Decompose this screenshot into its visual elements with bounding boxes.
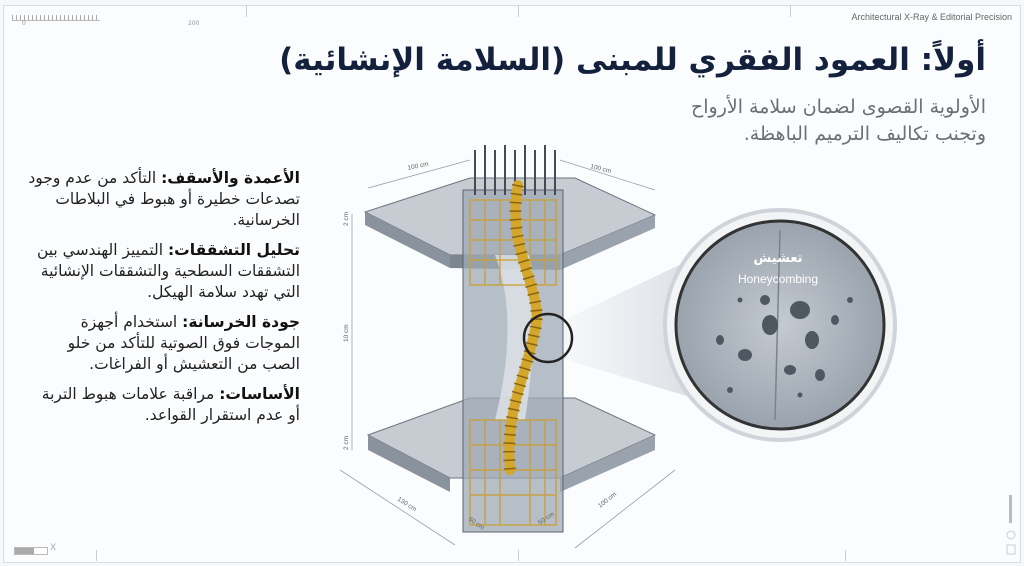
ruler-start-label: 0 — [22, 20, 26, 27]
divider-tick — [96, 550, 97, 561]
dim-label: 100 cm — [590, 163, 612, 175]
divider-tick — [246, 5, 247, 17]
dim-label: 100 cm — [407, 161, 429, 172]
key-points: الأعمدة والأسقف: التأكد من عدم وجود تصدع… — [28, 168, 300, 435]
point-item: الأساسات: مراقبة علامات هبوط التربة أو ع… — [28, 384, 300, 426]
dim-label: 2 cm — [343, 212, 350, 226]
dim-label: 10 cm — [343, 324, 350, 342]
point-text: التأكد من عدم وجود تصدعات خطيرة أو هبوط … — [28, 169, 300, 229]
magnify-beam — [560, 255, 700, 400]
subtitle: الأولوية القصوى لضمان سلامة الأرواح وتجن… — [566, 94, 986, 148]
point-text: التمييز الهندسي بين التشققات السطحية وال… — [36, 241, 300, 301]
scrollbar-icon[interactable] — [1006, 495, 1016, 555]
point-text: مراقبة علامات هبوط التربة أو عدم استقرار… — [41, 385, 300, 424]
point-heading: تحليل التشققات: — [167, 241, 300, 259]
dimension-lines — [339, 159, 676, 549]
inspection-circle — [522, 312, 574, 364]
subtitle-line: الأولوية القصوى لضمان سلامة الأرواح — [691, 96, 986, 118]
dim-label: 130 cm — [396, 496, 418, 513]
divider-tick — [845, 550, 846, 561]
point-heading: جودة الخرسانة: — [182, 313, 300, 331]
ruler-end-label: 200 — [188, 20, 200, 27]
point-text: استخدام أجهزة الموجات فوق الصوتية للتأكد… — [67, 313, 300, 373]
dim-label: 100 cm — [597, 491, 618, 510]
divider-tick — [518, 550, 519, 561]
golden-spine — [504, 180, 542, 475]
point-item: الأعمدة والأسقف: التأكد من عدم وجود تصدع… — [28, 168, 300, 231]
honeycombing-zoom: تعشيش Honeycombing — [663, 208, 897, 442]
brand-label: Architectural X-Ray & Editorial Precisio… — [851, 12, 1012, 22]
progress-bar — [14, 547, 48, 555]
point-item: جودة الخرسانة: استخدام أجهزة الموجات فوق… — [28, 312, 300, 375]
divider-tick — [518, 5, 519, 17]
callout-label-ar: تعشيش — [753, 251, 802, 266]
divider-tick — [790, 5, 791, 17]
close-button[interactable]: X — [50, 543, 57, 553]
point-heading: الأعمدة والأسقف: — [161, 169, 300, 187]
subtitle-line: وتجنب تكاليف الترميم الباهظة. — [743, 123, 986, 145]
point-heading: الأساسات: — [219, 385, 300, 403]
point-item: تحليل التشققات: التمييز الهندسي بين التش… — [28, 240, 300, 303]
dim-label: 2 cm — [343, 436, 350, 450]
callout-label-en: Honeycombing — [738, 272, 818, 286]
ruler — [12, 10, 100, 21]
page-title: أولاً: العمود الفقري للمبنى (السلامة الإ… — [279, 42, 986, 78]
